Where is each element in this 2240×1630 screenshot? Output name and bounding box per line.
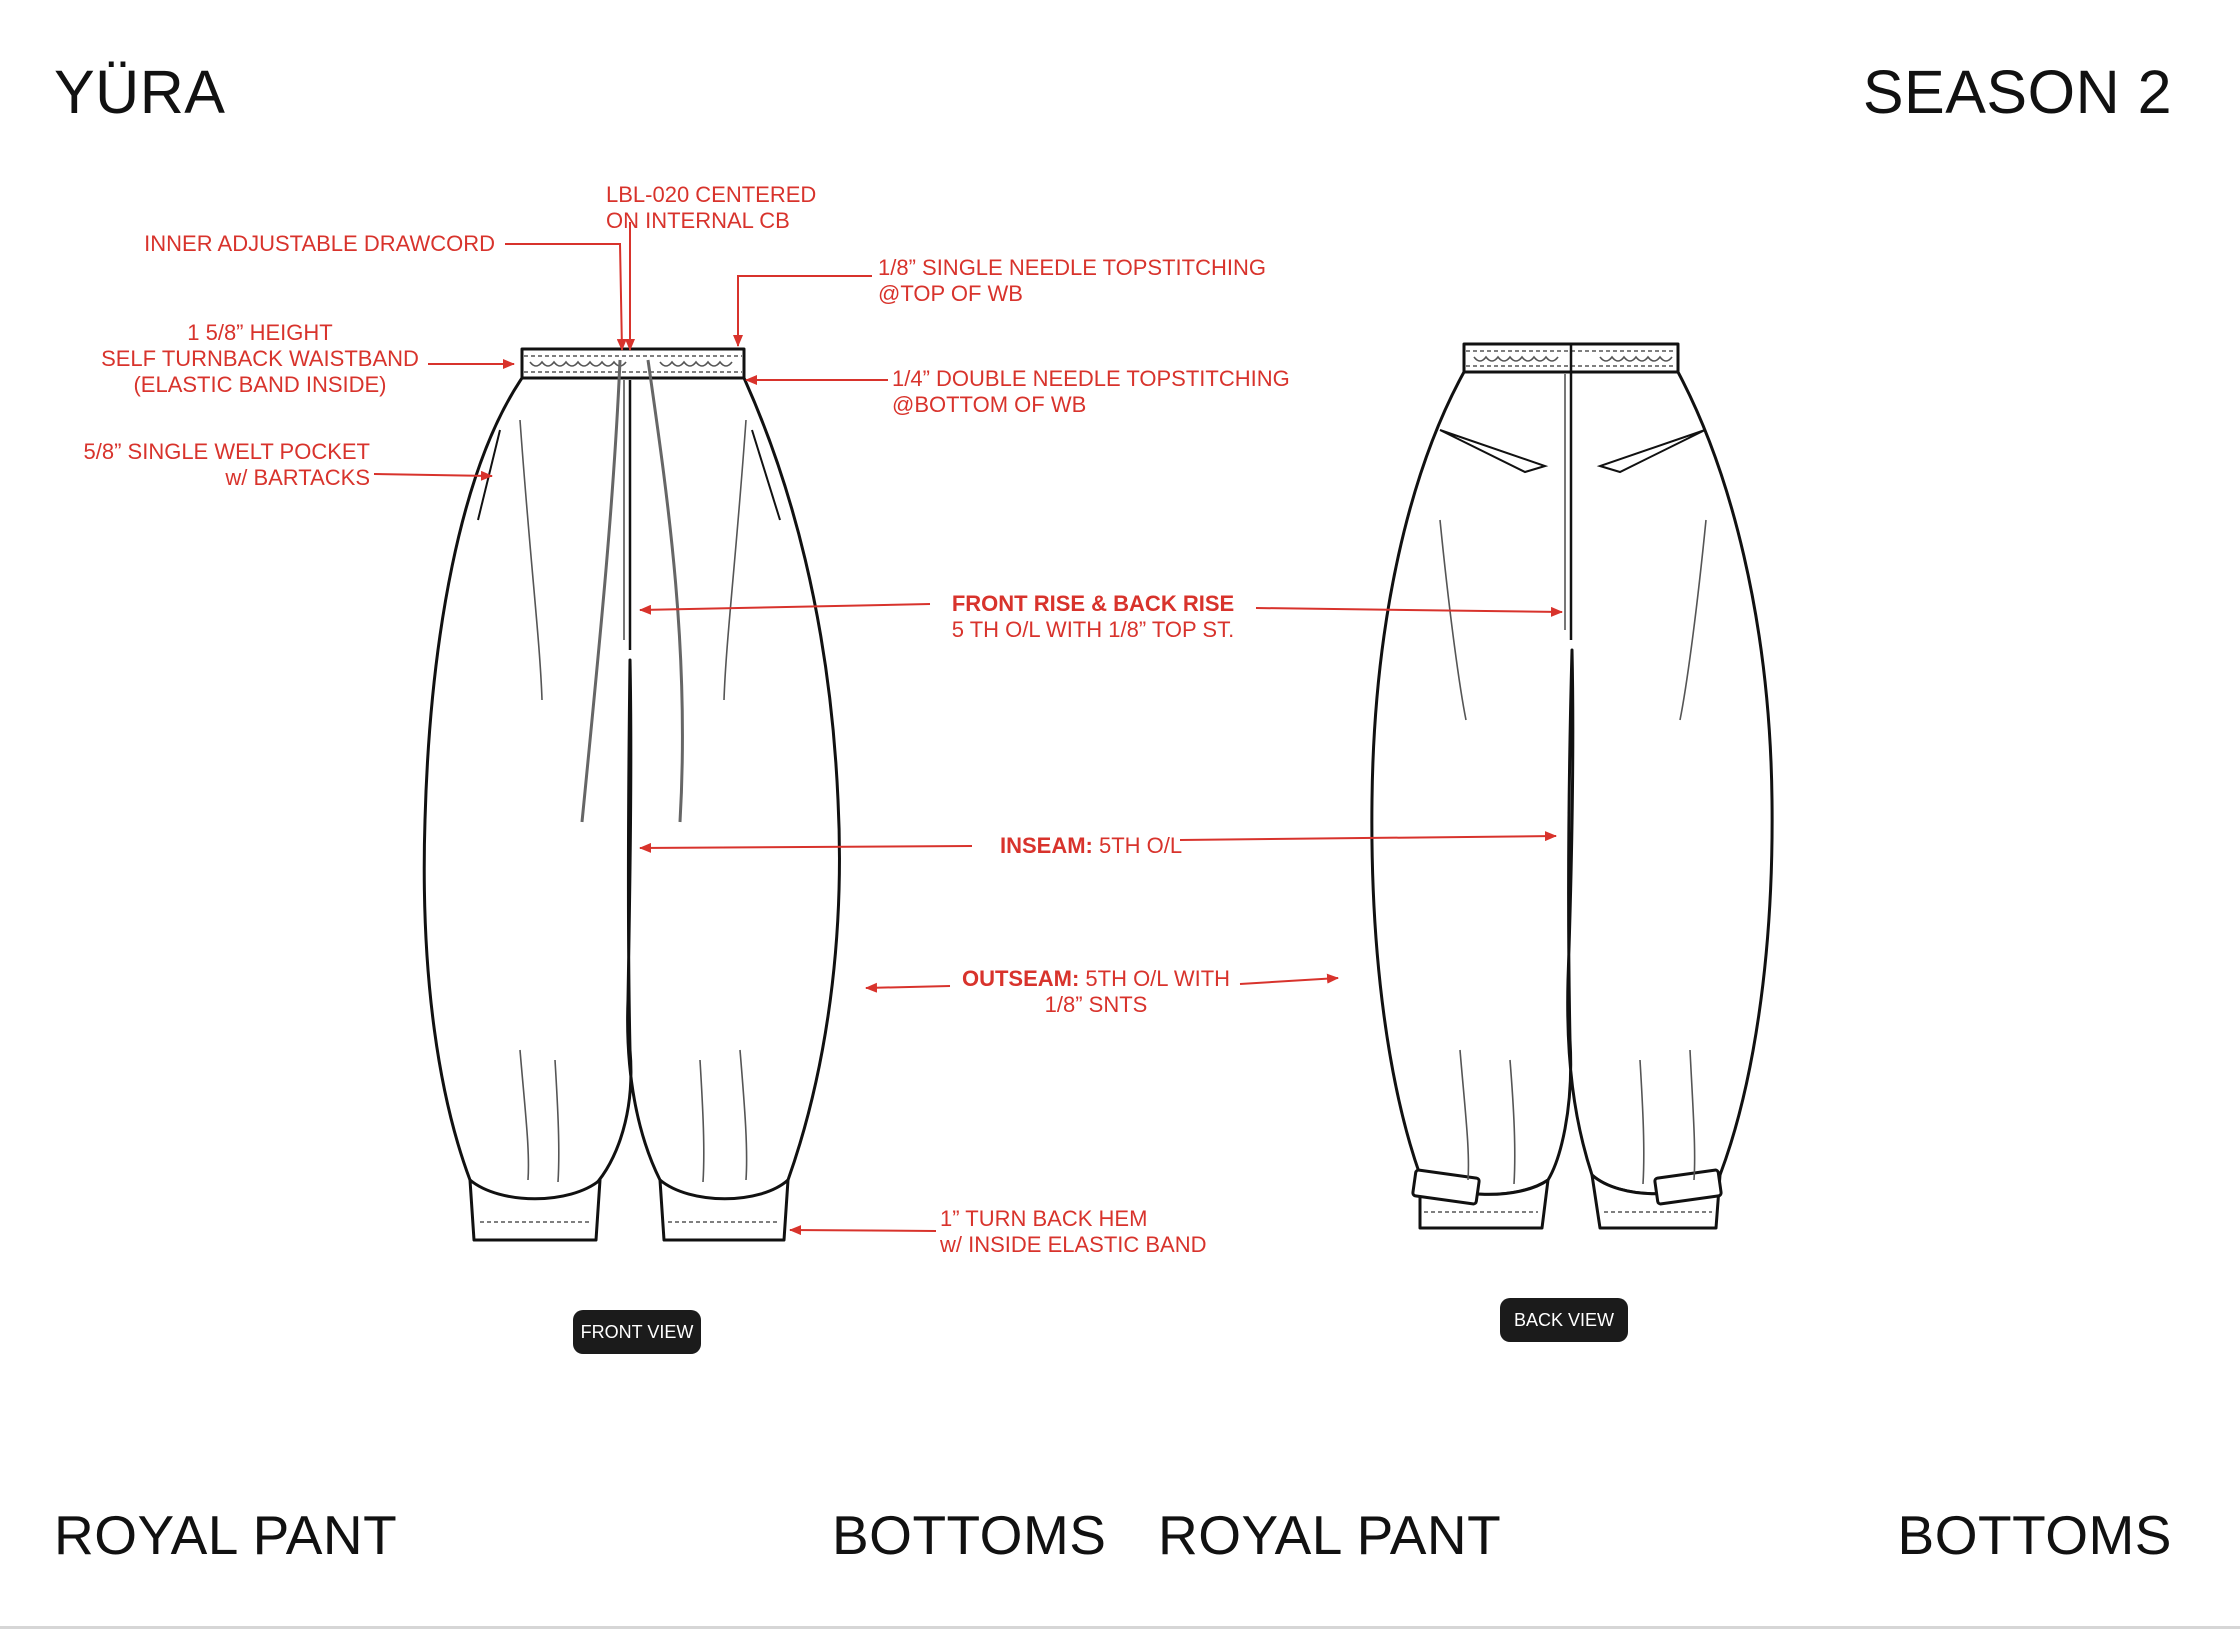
outseam-callout: OUTSEAM: 5TH O/L WITH 1/8” SNTS [954,966,1238,1018]
bottom-divider [0,1626,2240,1629]
season-title: SEASON 2 [1862,58,2172,126]
callout-leaders [373,222,1563,1236]
back-view-label: BACK VIEW [1500,1298,1628,1342]
front-view-label: FRONT VIEW [573,1310,701,1354]
hem-callout-line2: w/ INSIDE ELASTIC BAND [940,1232,1207,1257]
rise-callout-detail: 5 TH O/L WITH 1/8” TOP ST. [951,617,1235,642]
inseam-callout-title: INSEAM: [1000,833,1093,858]
outseam-callout-detail: 5TH O/L WITH [1079,966,1231,991]
front-pant-details [477,355,781,1223]
topstitch-callout-line1: 1/8” SINGLE NEEDLE TOPSTITCHING [878,255,1266,280]
footer-right-name: ROYAL PANT [1158,1504,1502,1566]
pocket-callout-line2: w/ BARTACKS [225,465,370,490]
label-callout: LBL-020 CENTERED ON INTERNAL CB [606,182,816,234]
brand-title: YÜRA [54,58,226,126]
rise-callout: FRONT RISE & BACK RISE 5 TH O/L WITH 1/8… [932,591,1254,643]
rise-callout-title: FRONT RISE & BACK RISE [951,591,1235,616]
inseam-callout: INSEAM: 5TH O/L [1000,833,1182,859]
label-callout-line1: LBL-020 CENTERED [606,182,817,207]
double-needle-callout-line1: 1/4” DOUBLE NEEDLE TOPSTITCHING [892,366,1290,391]
waistband-callout-line1: 1 5/8” HEIGHT [187,320,333,345]
drawcord-callout: INNER ADJUSTABLE DRAWCORD [144,231,495,256]
front-pant-sketch [422,347,841,1242]
waistband-callout-line2: SELF TURNBACK WAISTBAND [101,346,419,371]
inseam-callout-detail: 5TH O/L [1092,833,1183,858]
footer-right-category: BOTTOMS [1897,1504,2172,1566]
pocket-callout-line1: 5/8” SINGLE WELT POCKET [83,439,370,464]
pocket-callout: 5/8” SINGLE WELT POCKET w/ BARTACKS [84,439,370,491]
label-callout-line2: ON INTERNAL CB [606,208,790,233]
waistband-callout-line3: (ELASTIC BAND INSIDE) [133,372,387,397]
hem-callout: 1” TURN BACK HEM w/ INSIDE ELASTIC BAND [940,1206,1207,1258]
double-needle-callout: 1/4” DOUBLE NEEDLE TOPSTITCHING @BOTTOM … [892,366,1290,418]
outseam-callout-line2: 1/8” SNTS [1044,992,1148,1017]
footer-left-category: BOTTOMS [832,1504,1107,1566]
back-pant-details [1424,344,1712,1213]
footer-left-name: ROYAL PANT [54,1504,398,1566]
waistband-callout: 1 5/8” HEIGHT SELF TURNBACK WAISTBAND (E… [100,320,420,398]
double-needle-callout-line2: @BOTTOM OF WB [892,392,1087,417]
outseam-callout-title: OUTSEAM: [961,966,1080,991]
topstitch-callout-line2: @TOP OF WB [878,281,1023,306]
hem-callout-line1: 1” TURN BACK HEM [940,1206,1148,1231]
topstitch-callout: 1/8” SINGLE NEEDLE TOPSTITCHING @TOP OF … [878,255,1266,307]
